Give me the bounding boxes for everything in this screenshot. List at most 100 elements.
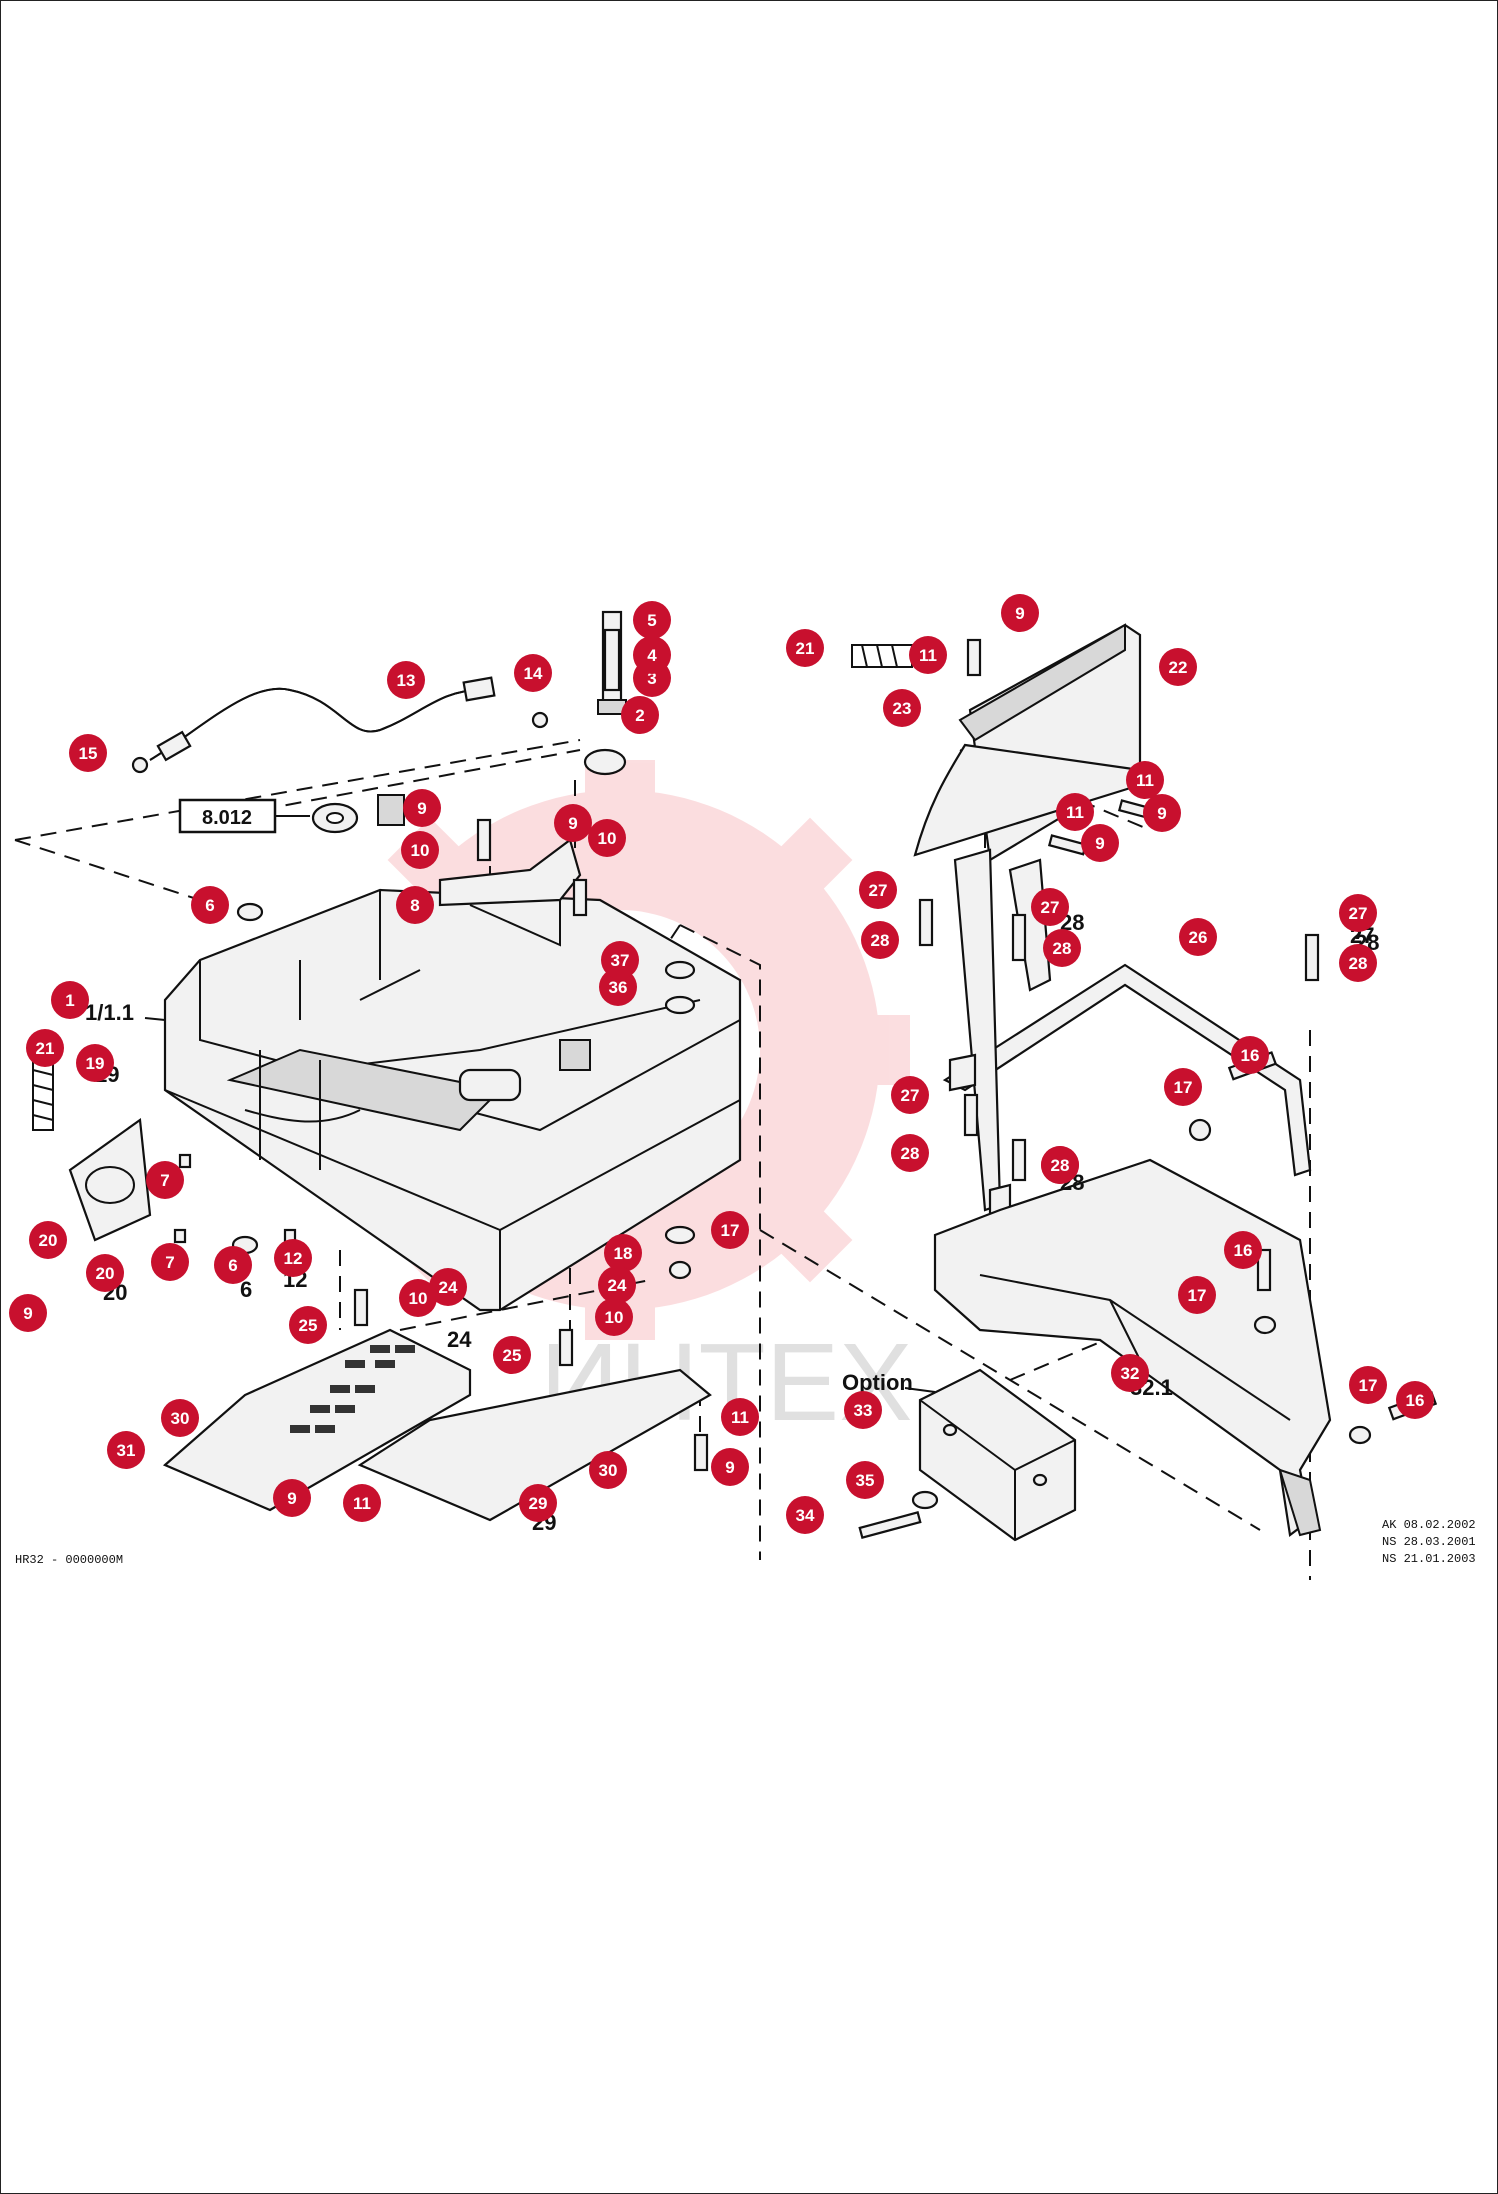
callout-circle — [598, 1266, 636, 1304]
callout-circle — [514, 654, 552, 692]
callout-number: 36 — [609, 978, 628, 997]
callout-6: 6 — [214, 1246, 252, 1284]
callout-circle — [1339, 894, 1377, 932]
callout-31: 31 — [107, 1431, 145, 1469]
callout-number: 30 — [599, 1461, 618, 1480]
callout-21: 21 — [786, 629, 824, 667]
callout-number: 11 — [1136, 771, 1154, 790]
callout-9: 9 — [554, 804, 592, 842]
callout-number: 35 — [856, 1471, 875, 1490]
callout-circle — [1126, 761, 1164, 799]
callout-11: 11 — [721, 1398, 759, 1436]
callout-number: 20 — [96, 1264, 115, 1283]
callout-number: 28 — [901, 1144, 920, 1163]
callout-number: 26 — [1189, 928, 1208, 947]
callout-24: 24 — [429, 1268, 467, 1306]
callout-number: 17 — [721, 1221, 740, 1240]
callout-circle — [599, 968, 637, 1006]
drawing-code: HR32 - 0000000M — [15, 1553, 123, 1567]
callout-number: 11 — [919, 646, 937, 665]
callout-4: 4 — [633, 636, 671, 674]
callout-circle — [554, 804, 592, 842]
callout-28: 28 — [1041, 1146, 1079, 1184]
callout-circle — [604, 1234, 642, 1272]
callout-number: 4 — [647, 646, 657, 665]
callout-circle — [595, 1298, 633, 1336]
callout-number: 17 — [1174, 1078, 1193, 1097]
callout-number: 32 — [1121, 1364, 1140, 1383]
callout-circle — [909, 636, 947, 674]
callout-circle — [151, 1243, 189, 1281]
callout-circle — [1001, 594, 1039, 632]
callout-number: 9 — [725, 1458, 734, 1477]
callout-27: 27 — [1339, 894, 1377, 932]
callout-number: 29 — [529, 1494, 548, 1513]
callout-number: 9 — [23, 1304, 32, 1323]
callout-17: 17 — [711, 1211, 749, 1249]
callout-number: 2 — [635, 706, 644, 725]
callout-number: 27 — [901, 1086, 920, 1105]
callout-circle — [1143, 794, 1181, 832]
callout-35: 35 — [846, 1461, 884, 1499]
callout-circle — [861, 921, 899, 959]
callout-28: 28 — [891, 1134, 929, 1172]
callout-14: 14 — [514, 654, 552, 692]
callout-27: 27 — [1031, 888, 1069, 926]
revision-line: AK 08.02.2002 — [1382, 1518, 1476, 1532]
callout-circle — [1178, 1276, 1216, 1314]
callout-17: 17 — [1164, 1068, 1202, 1106]
callout-number: 34 — [796, 1506, 815, 1525]
callout-13: 13 — [387, 661, 425, 699]
callout-circle — [1231, 1036, 1269, 1074]
callout-circle — [519, 1484, 557, 1522]
callout-11: 11 — [343, 1484, 381, 1522]
callout-number: 27 — [869, 881, 888, 900]
callout-circle — [107, 1431, 145, 1469]
callout-number: 20 — [39, 1231, 58, 1250]
callout-number: 25 — [299, 1316, 318, 1335]
callout-number: 24 — [439, 1278, 458, 1297]
callout-number: 33 — [854, 1401, 873, 1420]
callout-circle — [711, 1211, 749, 1249]
spring-right — [851, 644, 913, 668]
callout-number: 24 — [608, 1276, 627, 1295]
callout-circle — [1043, 929, 1081, 967]
callout-7: 7 — [146, 1161, 184, 1199]
callout-number: 13 — [397, 671, 416, 690]
callout-10: 10 — [588, 819, 626, 857]
callout-number: 7 — [160, 1171, 169, 1190]
callout-9: 9 — [1143, 794, 1181, 832]
callout-circle — [1056, 793, 1094, 831]
callout-9: 9 — [273, 1479, 311, 1517]
callout-23: 23 — [883, 689, 921, 727]
callout-circle — [1031, 888, 1069, 926]
callout-number: 11 — [731, 1408, 749, 1427]
callout-layer: 1234566778999999991010101011111111111213… — [9, 594, 1434, 1534]
callout-9: 9 — [403, 789, 441, 827]
svg-text:8.012: 8.012 — [202, 807, 252, 829]
callout-16: 16 — [1396, 1381, 1434, 1419]
reference-box-8012: 8.012 — [178, 798, 310, 834]
callout-number: 18 — [614, 1244, 633, 1263]
callout-number: 21 — [796, 639, 815, 658]
guard-rail-frame — [942, 848, 1312, 1222]
callout-circle — [76, 1044, 114, 1082]
callout-12: 12 — [274, 1239, 312, 1277]
callout-number: 11 — [1066, 803, 1084, 822]
callout-16: 16 — [1231, 1036, 1269, 1074]
callout-number: 17 — [1188, 1286, 1207, 1305]
callout-number: 17 — [1359, 1376, 1378, 1395]
callout-circle — [786, 629, 824, 667]
callout-circle — [86, 1254, 124, 1292]
bracket-part — [438, 838, 582, 947]
callout-18: 18 — [604, 1234, 642, 1272]
callout-number: 6 — [228, 1256, 237, 1275]
callout-number: 30 — [171, 1409, 190, 1428]
callout-circle — [9, 1294, 47, 1332]
callout-circle — [891, 1076, 929, 1114]
callout-1: 1 — [51, 981, 89, 1019]
callout-11: 11 — [909, 636, 947, 674]
main-frame — [163, 888, 742, 1312]
callout-25: 25 — [289, 1306, 327, 1344]
callout-number: 9 — [1157, 804, 1166, 823]
